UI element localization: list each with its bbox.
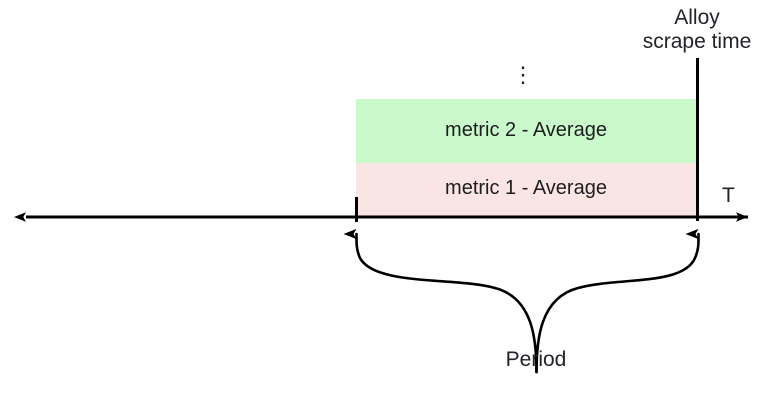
metric-1-band-label: metric 1 - Average — [445, 177, 607, 199]
alloy-scrape-time-label-line2: scrape time — [642, 30, 752, 54]
period-brace-right-arm — [535, 228, 700, 374]
metric-2-band — [356, 99, 697, 163]
time-axis-label: T — [722, 184, 735, 207]
vertical-ellipsis-icon: ⋮ — [512, 62, 534, 87]
metric-2-band-label: metric 2 - Average — [445, 119, 607, 141]
alloy-scrape-time-label-line1: Alloy — [674, 6, 720, 29]
metric-1-band — [356, 163, 697, 216]
alloy-scrape-time-label: Alloy scrape time — [643, 6, 752, 54]
period-label: Period — [505, 348, 567, 371]
period-brace-left-arm — [343, 228, 538, 374]
